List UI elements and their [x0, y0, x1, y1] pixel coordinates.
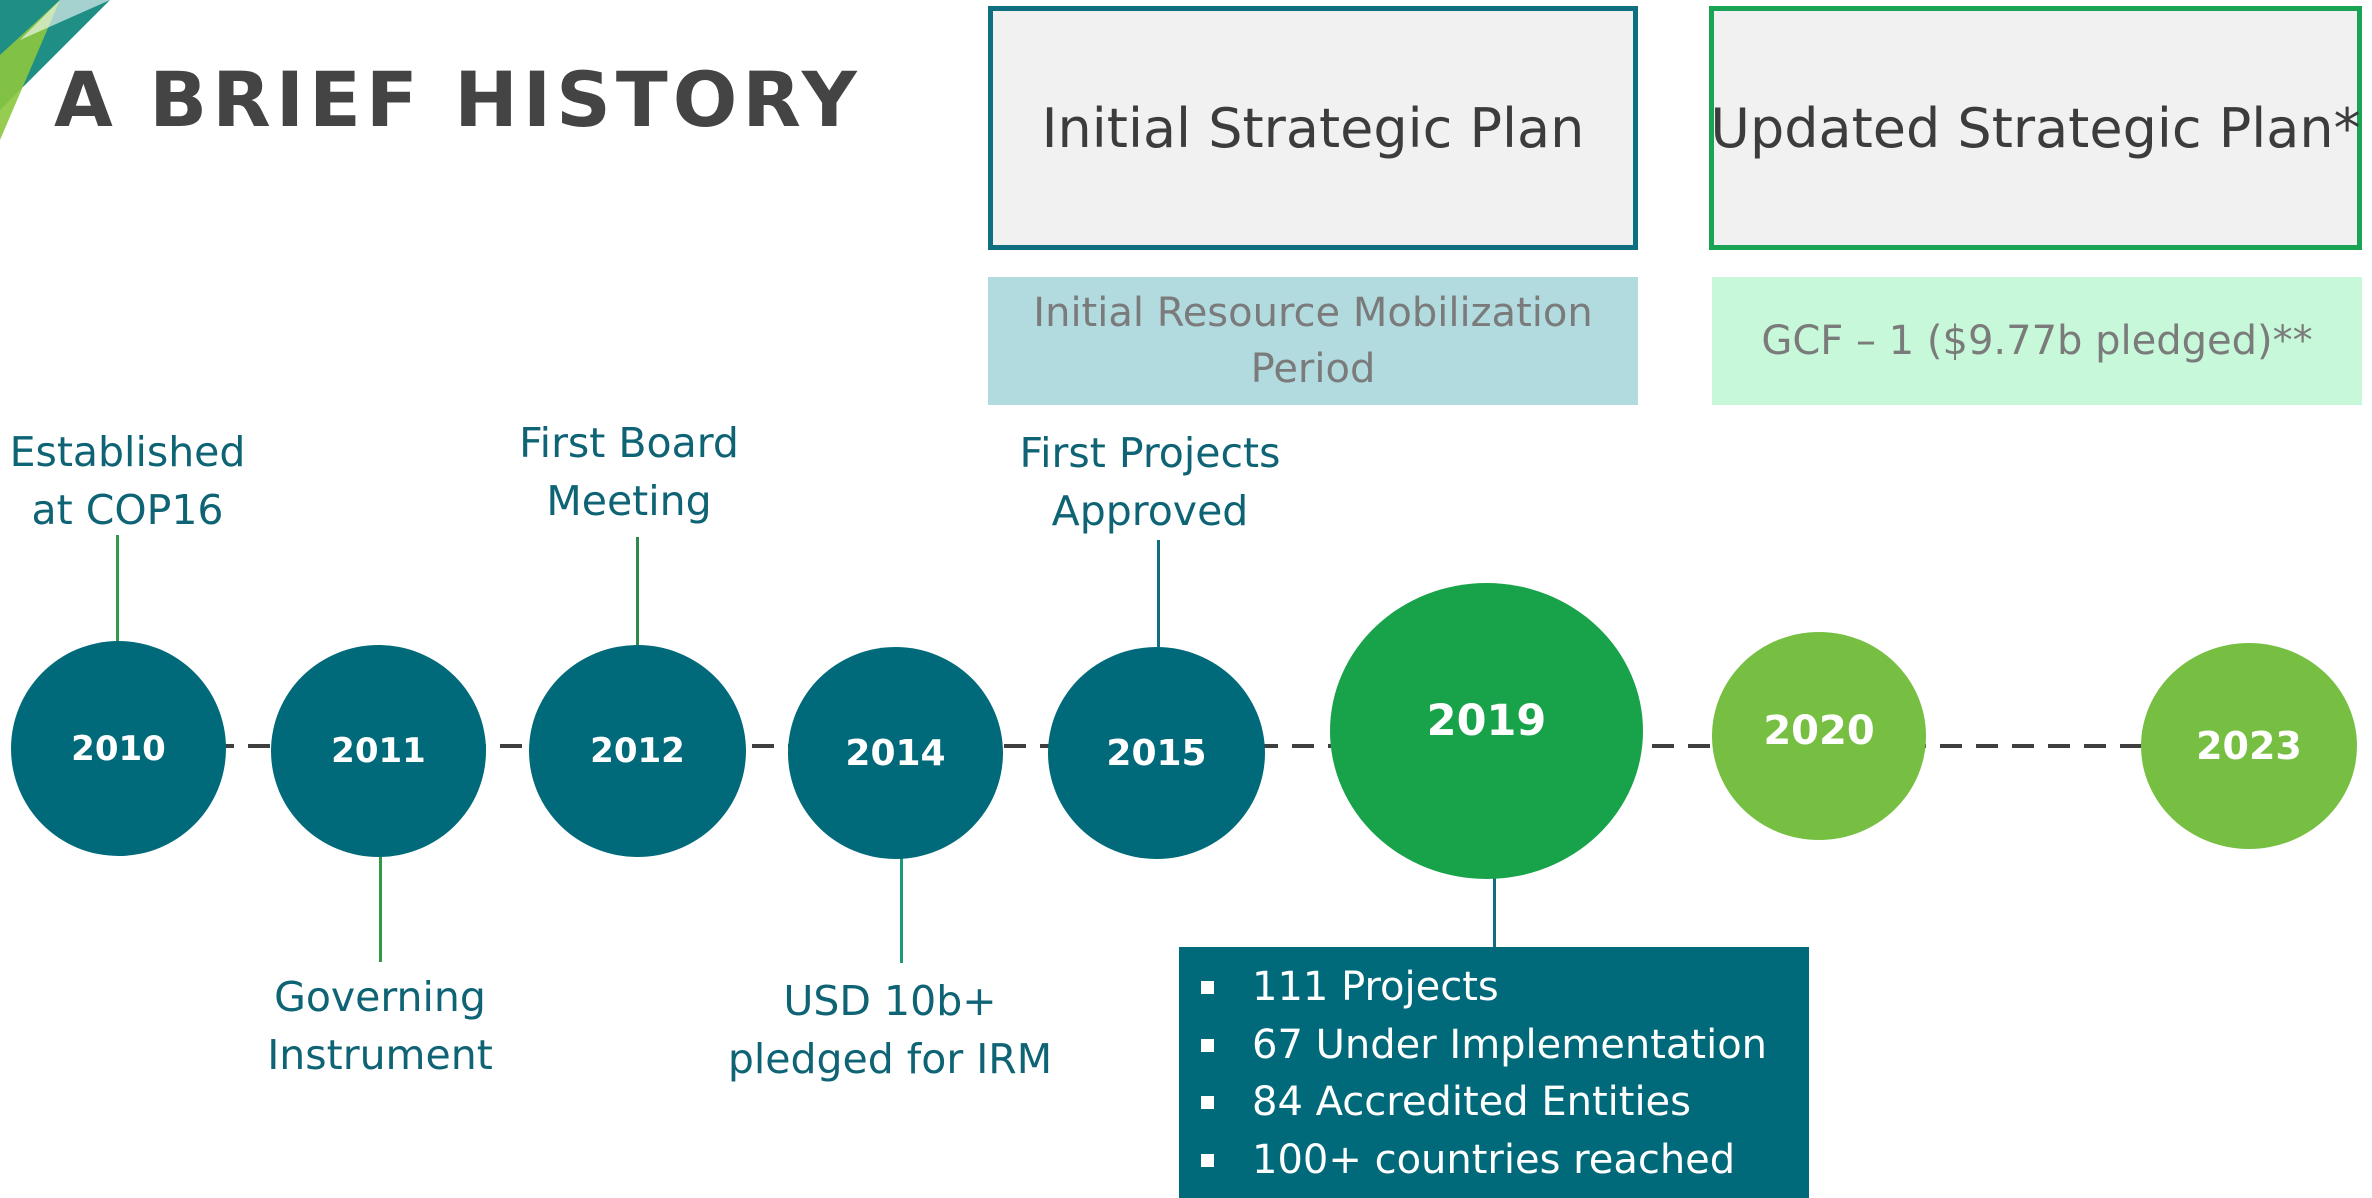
year-2019-label: 2019: [1426, 696, 1547, 746]
year-2011-label: 2011: [331, 731, 426, 771]
irm-label-line2: Period: [1250, 346, 1376, 392]
irm-label-line1: Initial Resource Mobilization: [1033, 290, 1593, 336]
event-board-line2: Meeting: [546, 477, 712, 525]
list-item: 84 Accredited Entities: [1199, 1074, 1809, 1132]
stats-box-2019: 111 Projects 67 Under Implementation 84 …: [1179, 947, 1809, 1198]
event-first-board-meeting: First Board Meeting: [499, 414, 759, 530]
year-node-2020: 2020: [1712, 632, 1926, 840]
stat-projects: 111 Projects: [1252, 964, 1499, 1010]
stat-accredited-entities: 84 Accredited Entities: [1252, 1079, 1692, 1125]
connector-2010: [116, 535, 119, 645]
connector-2014: [900, 853, 903, 963]
connector-2015: [1157, 540, 1160, 650]
bullet-icon: [1201, 1038, 1214, 1052]
list-item: 100+ countries reached: [1199, 1132, 1809, 1190]
year-node-2012: 2012: [529, 645, 746, 857]
year-node-2023: 2023: [2141, 643, 2357, 849]
year-2023-label: 2023: [2196, 724, 2302, 768]
year-node-2019: 2019: [1330, 583, 1643, 879]
gcf-1-label: GCF – 1 ($9.77b pledged)**: [1761, 318, 2313, 364]
event-board-line1: First Board: [519, 419, 739, 467]
initial-strategic-plan-label: Initial Strategic Plan: [1041, 96, 1585, 160]
stats-list: 111 Projects 67 Under Implementation 84 …: [1199, 959, 1809, 1189]
event-usd-10b-pledged: USD 10b+ pledged for IRM: [720, 972, 1060, 1088]
year-node-2014: 2014: [788, 647, 1003, 859]
year-2012-label: 2012: [590, 731, 685, 771]
initial-resource-mobilization-period: Initial Resource Mobilization Period: [988, 277, 1638, 405]
event-governing-instrument: Governing Instrument: [250, 968, 510, 1084]
connector-2011: [379, 850, 382, 962]
initial-strategic-plan-box: Initial Strategic Plan: [988, 6, 1638, 250]
bullet-icon: [1201, 981, 1214, 995]
year-2015-label: 2015: [1106, 732, 1207, 774]
list-item: 67 Under Implementation: [1199, 1017, 1809, 1075]
stat-under-implementation: 67 Under Implementation: [1252, 1021, 1768, 1068]
event-governing-line2: Instrument: [267, 1031, 493, 1079]
year-2014-label: 2014: [845, 732, 946, 774]
event-projects-line2: Approved: [1051, 487, 1249, 535]
connector-2019: [1493, 877, 1496, 947]
bullet-icon: [1201, 1096, 1214, 1110]
year-node-2010: 2010: [11, 641, 226, 856]
event-established-line2: at COP16: [31, 486, 224, 534]
event-governing-line1: Governing: [274, 973, 486, 1021]
event-established-line1: Established: [9, 428, 246, 476]
gcf-1-period: GCF – 1 ($9.77b pledged)**: [1712, 277, 2362, 405]
updated-strategic-plan-box: Updated Strategic Plan*: [1709, 6, 2362, 250]
event-established-cop16: Established at COP16: [0, 423, 255, 539]
connector-2012: [636, 537, 639, 647]
year-2020-label: 2020: [1763, 708, 1875, 754]
event-pledged-line2: pledged for IRM: [727, 1035, 1053, 1083]
event-pledged-line1: USD 10b+: [783, 977, 997, 1025]
bullet-icon: [1201, 1153, 1214, 1167]
page-title: A BRIEF HISTORY: [54, 55, 862, 144]
corner-decoration: [0, 0, 110, 140]
list-item: 111 Projects: [1199, 959, 1809, 1017]
year-2010-label: 2010: [71, 728, 166, 769]
year-node-2011: 2011: [271, 645, 486, 857]
event-projects-line1: First Projects: [1019, 429, 1281, 477]
updated-strategic-plan-label: Updated Strategic Plan*: [1710, 96, 2361, 160]
event-first-projects-approved: First Projects Approved: [1000, 424, 1300, 540]
year-node-2015: 2015: [1048, 647, 1265, 859]
stat-countries-reached: 100+ countries reached: [1252, 1136, 1736, 1183]
